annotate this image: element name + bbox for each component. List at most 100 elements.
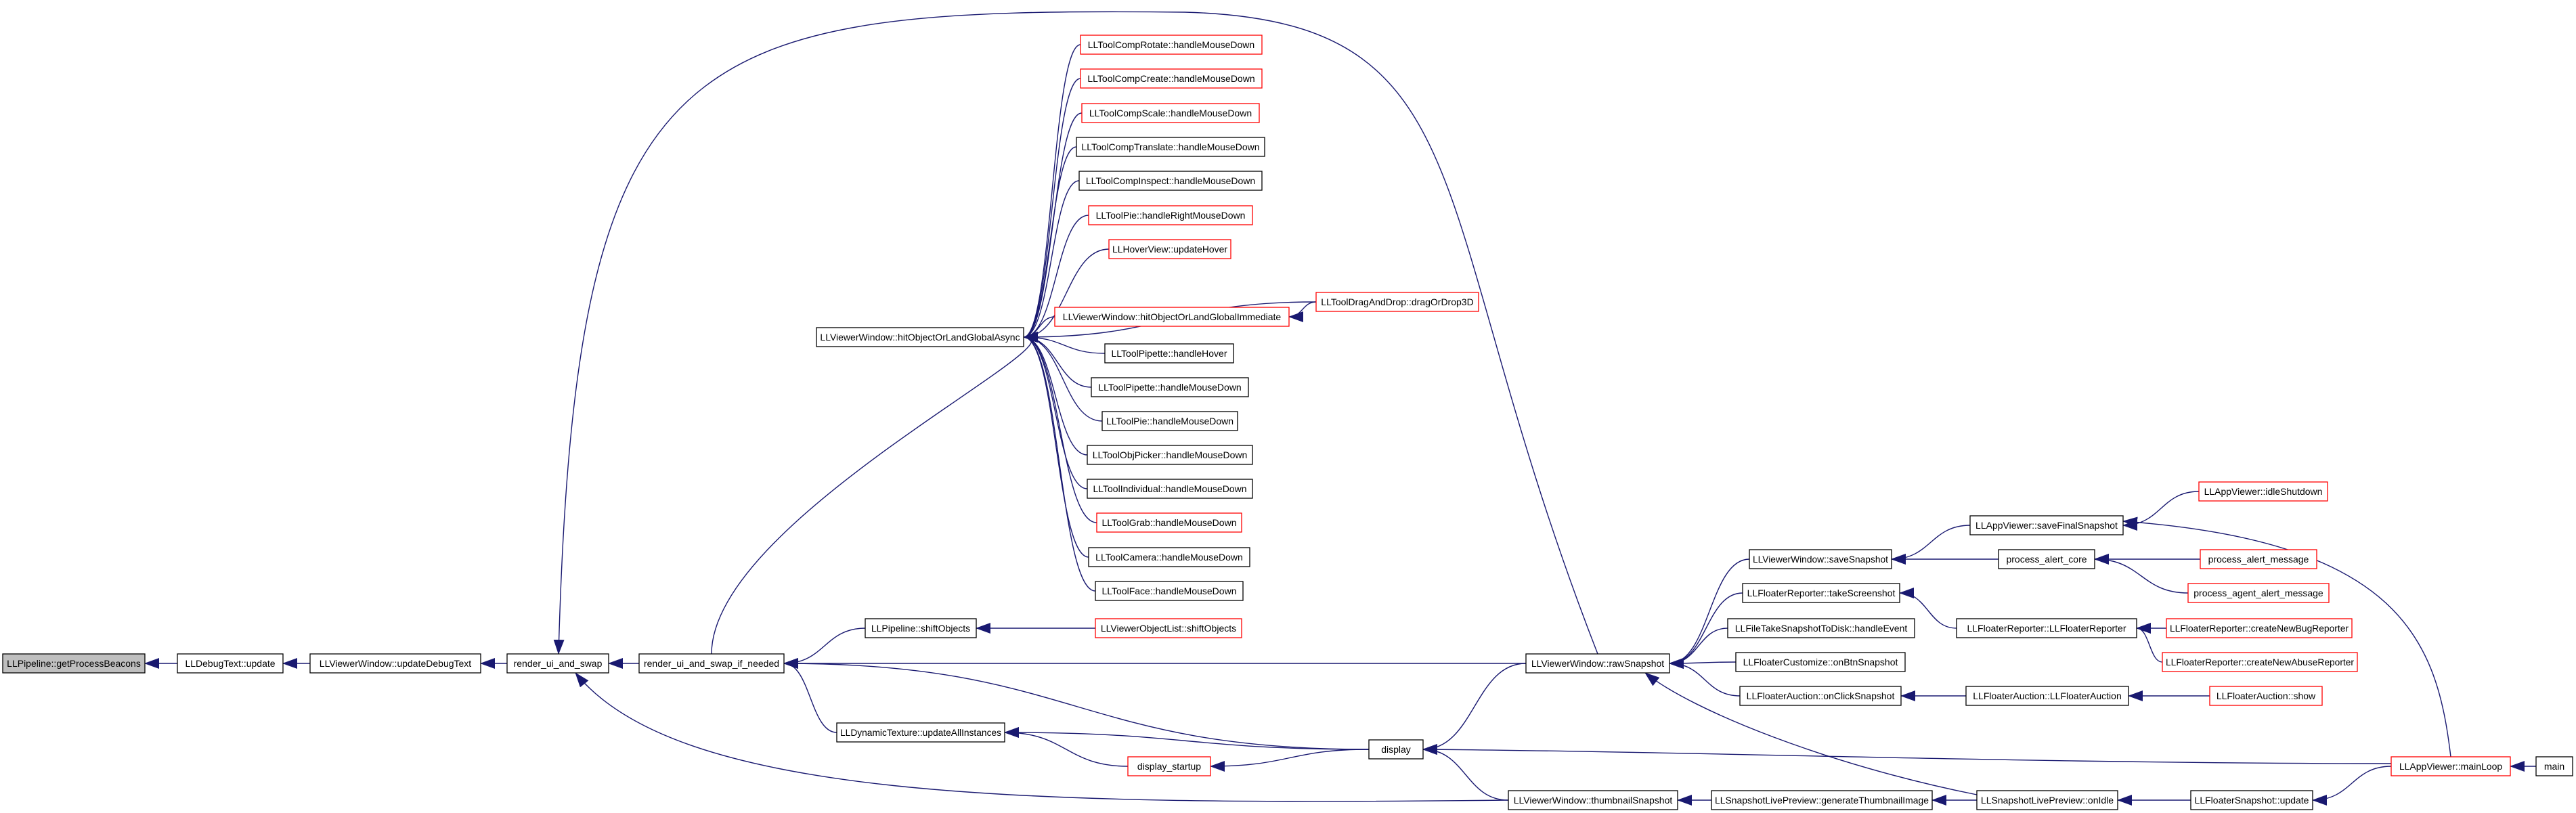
node-box[interactable] — [1956, 618, 2137, 638]
node-shift-objects[interactable]: LLPipeline::shiftObjects — [865, 618, 977, 638]
node-box[interactable] — [1080, 68, 1263, 89]
node-snapshot-update[interactable]: LLFloaterSnapshot::update — [2190, 790, 2313, 810]
node-box[interactable] — [1735, 652, 1906, 672]
node-box[interactable] — [1727, 618, 1915, 638]
node-box[interactable] — [1095, 618, 1242, 638]
node-alert-core[interactable]: process_alert_core — [1998, 549, 2095, 569]
node-file-take-snapshot[interactable]: LLFileTakeSnapshotToDisk::handleEvent — [1727, 618, 1915, 638]
node-box[interactable] — [1127, 756, 1211, 776]
node-box[interactable] — [506, 653, 609, 674]
node-alert-msg[interactable]: process_alert_message — [2200, 549, 2317, 569]
node-comp-rotate[interactable]: LLToolCompRotate::handleMouseDown — [1080, 35, 1263, 55]
node-box[interactable] — [309, 653, 481, 674]
node-box[interactable] — [2209, 686, 2323, 706]
node-hover-update[interactable]: LLHoverView::updateHover — [1108, 239, 1231, 259]
node-update-debug-text[interactable]: LLViewerWindow::updateDebugText — [309, 653, 481, 674]
node-get-process-beacons[interactable]: LLPipeline::getProcessBeacons — [2, 653, 146, 674]
node-box[interactable] — [1711, 790, 1933, 810]
node-display[interactable]: display — [1368, 739, 1424, 760]
node-new-bug[interactable]: LLFloaterReporter::createNewBugReporter — [2166, 618, 2353, 638]
node-face-down[interactable]: LLToolFace::handleMouseDown — [1095, 581, 1244, 601]
node-take-screenshot[interactable]: LLFloaterReporter::takeScreenshot — [1742, 583, 1900, 603]
node-box[interactable] — [1101, 411, 1238, 431]
node-individual-down[interactable]: LLToolIndividual::handleMouseDown — [1087, 479, 1253, 499]
node-box[interactable] — [1078, 171, 1263, 191]
node-box[interactable] — [1108, 239, 1231, 259]
node-comp-inspect[interactable]: LLToolCompInspect::handleMouseDown — [1078, 171, 1263, 191]
node-box[interactable] — [2162, 652, 2358, 672]
node-hit-object-or-land-global-async[interactable]: LLViewerWindow::hitObjectOrLandGlobalAsy… — [816, 327, 1024, 347]
node-box[interactable] — [2190, 790, 2313, 810]
node-box[interactable] — [1315, 292, 1479, 312]
node-raw-snapshot[interactable]: LLViewerWindow::rawSnapshot — [1525, 653, 1670, 674]
node-box[interactable] — [1088, 205, 1253, 225]
node-box[interactable] — [1081, 103, 1260, 123]
node-pie-down[interactable]: LLToolPie::handleMouseDown — [1101, 411, 1238, 431]
node-auction-show[interactable]: LLFloaterAuction::show — [2209, 686, 2323, 706]
node-box[interactable] — [1096, 512, 1242, 533]
node-box[interactable] — [1054, 307, 1290, 327]
node-box[interactable] — [1087, 479, 1253, 499]
node-debug-text-update[interactable]: LLDebugText::update — [177, 653, 284, 674]
node-box[interactable] — [816, 327, 1024, 347]
node-box[interactable] — [1368, 739, 1424, 760]
node-box[interactable] — [1742, 583, 1900, 603]
node-gen-thumb[interactable]: LLSnapshotLivePreview::generateThumbnail… — [1711, 790, 1933, 810]
node-obj-picker-down[interactable]: LLToolObjPicker::handleMouseDown — [1087, 445, 1253, 465]
node-main-loop[interactable]: LLAppViewer::mainLoop — [2391, 756, 2511, 776]
node-box[interactable] — [2, 653, 146, 674]
node-main[interactable]: main — [2535, 756, 2573, 776]
node-update-all-instances[interactable]: LLDynamicTexture::updateAllInstances — [836, 722, 1005, 743]
node-comp-translate[interactable]: LLToolCompTranslate::handleMouseDown — [1076, 137, 1265, 157]
node-hit-immediate[interactable]: LLViewerWindow::hitObjectOrLandGlobalImm… — [1054, 307, 1290, 327]
node-box[interactable] — [836, 722, 1005, 743]
node-save-final[interactable]: LLAppViewer::saveFinalSnapshot — [1969, 515, 2124, 535]
node-box[interactable] — [177, 653, 284, 674]
node-reporter-ctor[interactable]: LLFloaterReporter::LLFloaterReporter — [1956, 618, 2137, 638]
node-box[interactable] — [2166, 618, 2353, 638]
node-box[interactable] — [2187, 583, 2330, 603]
node-pipette-down[interactable]: LLToolPipette::handleMouseDown — [1091, 377, 1249, 397]
node-thumbnail-snapshot[interactable]: LLViewerWindow::thumbnailSnapshot — [1508, 790, 1678, 810]
node-render-ui-and-swap-if-needed[interactable]: render_ui_and_swap_if_needed — [638, 653, 785, 674]
node-box[interactable] — [1080, 35, 1263, 55]
node-idle-shutdown[interactable]: LLAppViewer::idleShutdown — [2198, 481, 2328, 502]
node-box[interactable] — [865, 618, 977, 638]
node-box[interactable] — [1087, 445, 1253, 465]
node-box[interactable] — [1749, 549, 1892, 569]
node-box[interactable] — [1525, 653, 1670, 674]
node-pie-right[interactable]: LLToolPie::handleRightMouseDown — [1088, 205, 1253, 225]
node-camera-down[interactable]: LLToolCamera::handleMouseDown — [1088, 547, 1250, 567]
node-box[interactable] — [1508, 790, 1678, 810]
node-box[interactable] — [1104, 343, 1234, 364]
node-box[interactable] — [1969, 515, 2124, 535]
node-box[interactable] — [1976, 790, 2118, 810]
node-box[interactable] — [1739, 686, 1902, 706]
node-grab-down[interactable]: LLToolGrab::handleMouseDown — [1096, 512, 1242, 533]
node-box[interactable] — [1998, 549, 2095, 569]
node-box[interactable] — [2535, 756, 2573, 776]
node-comp-scale[interactable]: LLToolCompScale::handleMouseDown — [1081, 103, 1260, 123]
node-box[interactable] — [2391, 756, 2511, 776]
node-pipette-hover[interactable]: LLToolPipette::handleHover — [1104, 343, 1234, 364]
node-comp-create[interactable]: LLToolCompCreate::handleMouseDown — [1080, 68, 1263, 89]
node-display-startup[interactable]: display_startup — [1127, 756, 1211, 776]
node-customize-snapshot[interactable]: LLFloaterCustomize::onBtnSnapshot — [1735, 652, 1906, 672]
node-agent-alert-msg[interactable]: process_agent_alert_message — [2187, 583, 2330, 603]
node-on-idle[interactable]: LLSnapshotLivePreview::onIdle — [1976, 790, 2118, 810]
node-obj-list-shift[interactable]: LLViewerObjectList::shiftObjects — [1095, 618, 1242, 638]
node-box[interactable] — [2200, 549, 2317, 569]
node-box[interactable] — [638, 653, 785, 674]
node-auction-click[interactable]: LLFloaterAuction::onClickSnapshot — [1739, 686, 1902, 706]
node-render-ui-and-swap[interactable]: render_ui_and_swap — [506, 653, 609, 674]
node-save-snapshot[interactable]: LLViewerWindow::saveSnapshot — [1749, 549, 1892, 569]
node-new-abuse[interactable]: LLFloaterReporter::createNewAbuseReporte… — [2162, 652, 2358, 672]
node-box[interactable] — [1076, 137, 1265, 157]
node-box[interactable] — [1095, 581, 1244, 601]
node-box[interactable] — [2198, 481, 2328, 502]
node-box[interactable] — [1965, 686, 2129, 706]
node-box[interactable] — [1091, 377, 1249, 397]
node-drag-or-drop3-d[interactable]: LLToolDragAndDrop::dragOrDrop3D — [1315, 292, 1479, 312]
node-auction-ctor[interactable]: LLFloaterAuction::LLFloaterAuction — [1965, 686, 2129, 706]
node-box[interactable] — [1088, 547, 1250, 567]
